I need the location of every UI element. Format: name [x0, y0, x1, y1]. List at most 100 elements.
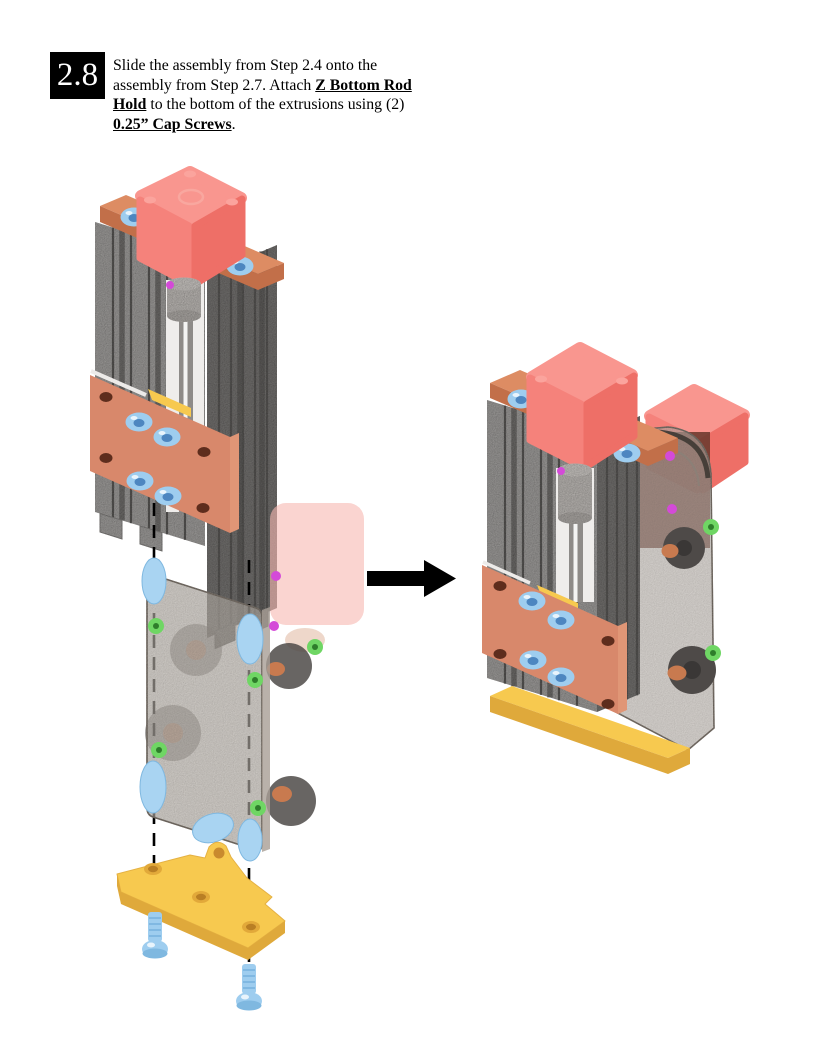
z-motor [526, 342, 638, 470]
rod-hold-end-face [668, 748, 690, 774]
plate-hole [99, 392, 113, 402]
rod-hold-top-face [490, 686, 690, 758]
wheel-center [676, 540, 692, 556]
plate-side [230, 433, 239, 533]
motor-right-face [583, 372, 638, 470]
plate-face [90, 375, 230, 533]
carriage-hardware [139, 557, 281, 862]
plate-hole [196, 503, 210, 513]
step-number-box: 2.8 [50, 52, 105, 99]
plate-hole [601, 636, 615, 646]
x-carriage-back-plate [90, 369, 239, 533]
shaft-coupler [558, 463, 592, 524]
z-carriage-plate [146, 574, 270, 852]
eccentric-spacer [705, 645, 721, 661]
motor-right-face [191, 195, 246, 288]
cap-screw [519, 650, 547, 670]
instruction-segment: Slide the assembly from Step 2.4 onto th… [113, 57, 378, 94]
instruction-segment: . [231, 115, 236, 133]
cap-screw [547, 610, 575, 630]
plate-hole [493, 649, 507, 659]
motor-top-face [135, 166, 247, 228]
motor-screw-dot [271, 571, 281, 581]
part-ref-z-bottom-rod-hold: Z Bottom Rod Hold [113, 76, 412, 114]
assembled-assembly [482, 342, 750, 774]
motor-screw-dimple [184, 170, 196, 178]
v-wheel [266, 776, 316, 826]
extrusion-end-tab [99, 512, 123, 540]
instruction-segment: to the bottom of the extrusions using (2… [146, 96, 405, 114]
wheel-shim [272, 786, 292, 802]
motor-screw-dot [269, 621, 279, 631]
plate-face [482, 565, 618, 714]
spacer-block [236, 613, 264, 665]
z-motor [135, 166, 247, 288]
belt-clip-wedge [148, 389, 191, 417]
set-screw-dot [166, 281, 174, 289]
part-ref-cap-screws: 0.25” Cap Screws [113, 115, 232, 133]
motor-screw-dot [665, 451, 675, 461]
cap-screw [126, 471, 154, 491]
screw-hole-center [148, 865, 158, 873]
plate-hole [197, 447, 211, 457]
spacer-block [192, 812, 234, 844]
motor-screw-dimple [535, 375, 547, 383]
extrusion-grooves [605, 417, 639, 708]
screw-hole-center [246, 923, 256, 931]
cap-screw [547, 667, 575, 687]
cap-screw [518, 591, 546, 611]
wheel-center [683, 661, 701, 679]
plate-edge-highlight [90, 369, 147, 397]
plate-hole [601, 699, 615, 709]
instruction-text: Slide the assembly from Step 2.4 onto th… [113, 56, 416, 134]
x-motor-ghost [270, 503, 364, 625]
exploded-assembly [90, 166, 364, 1012]
coupler-body [558, 470, 592, 518]
tab-hole [213, 847, 225, 859]
eccentric-spacer [307, 639, 323, 655]
coupler-top [167, 277, 201, 291]
extrusion-grooves [111, 227, 187, 540]
screw-hole-center [196, 893, 206, 901]
wheel-shim [267, 662, 285, 676]
motor-screw-dimple [226, 198, 238, 206]
rod-highlight [573, 514, 578, 602]
cap-screw [153, 427, 181, 447]
wheel-shim [667, 665, 687, 681]
motor-boss-ring [177, 188, 205, 206]
eccentric-spacer [247, 672, 263, 688]
motor-screw-dimple [616, 377, 628, 385]
mount-side-face [258, 263, 284, 290]
x-carriage-back-plate [482, 560, 627, 714]
mount-side-face [648, 438, 678, 466]
plate-side [618, 622, 627, 714]
spacer-block [237, 818, 263, 862]
shaft-coupler [167, 277, 201, 322]
motor-top-face [526, 342, 638, 406]
coupler-bottom [167, 310, 201, 322]
extrusion-slots [237, 251, 265, 624]
right-arrow-icon [367, 560, 456, 597]
spacer-block [141, 557, 167, 605]
plate-edge-highlight [482, 560, 531, 585]
wheel-shim [661, 544, 679, 558]
eccentric-spacer [250, 800, 266, 816]
eccentric-spacer [151, 742, 167, 758]
rod-hold-front-face [490, 696, 668, 774]
set-screw-dot [557, 467, 565, 475]
extrusion-grooves [503, 405, 579, 706]
step-number: 2.8 [56, 57, 99, 93]
eccentric-spacer [703, 519, 719, 535]
rod-hold-end-face [117, 874, 121, 904]
quarter-inch-cap-screw [235, 963, 263, 1012]
carriage-plate-edge [262, 607, 270, 852]
v-wheel [266, 643, 312, 689]
coupler-bottom [558, 512, 592, 524]
eccentric-spacer [148, 618, 164, 634]
plate-hole [493, 581, 507, 591]
motor-screw-dot [667, 504, 677, 514]
carriage-hardware [661, 451, 721, 694]
coupler-top [558, 463, 592, 477]
